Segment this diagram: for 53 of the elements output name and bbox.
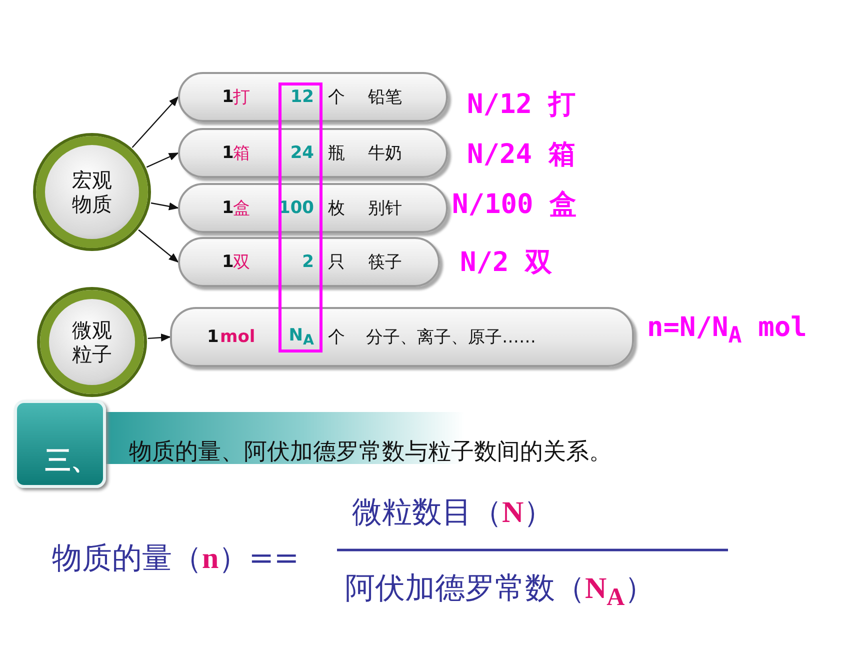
number-text: 2 xyxy=(302,252,314,272)
count-text: 1 xyxy=(222,252,234,272)
measure-word: 枚 xyxy=(328,198,345,220)
arrow xyxy=(148,334,171,342)
number-text: 12 xyxy=(290,87,314,107)
count-text: 1 xyxy=(222,198,234,218)
measure-word: 只 xyxy=(328,252,345,274)
variable-symbol: n xyxy=(202,542,219,575)
rounded-bar xyxy=(178,128,448,178)
number-text: N$_{A}$ xyxy=(288,325,314,349)
formula-text: N/12 打 xyxy=(467,88,576,122)
count-text: 1 xyxy=(207,327,219,347)
formula-text: 微粒数目（ xyxy=(352,495,502,530)
formula-text: n=N/N$_{A}$ mol xyxy=(647,312,807,348)
rounded-bar xyxy=(178,237,440,287)
arrow xyxy=(150,202,179,210)
item-text: 铅笔 xyxy=(368,86,402,108)
count-text: 1 xyxy=(222,143,234,163)
measure-word: 瓶 xyxy=(328,142,345,164)
variable-symbol: N$_{A}$ xyxy=(585,572,625,605)
formula-text: ）== xyxy=(218,541,299,576)
item-text: 筷子 xyxy=(368,252,402,274)
unit-text: 打 xyxy=(233,86,250,108)
item-text: 别针 xyxy=(368,198,402,220)
item-text: 牛奶 xyxy=(368,142,402,164)
rounded-bar xyxy=(178,183,448,233)
formula-text: N/24 箱 xyxy=(467,138,576,172)
number-text: 100 xyxy=(278,198,314,218)
unit-text: 箱 xyxy=(233,142,250,164)
unit-text: 盒 xyxy=(233,198,250,220)
circle-node: 宏观物质 xyxy=(36,136,148,248)
arrow xyxy=(146,152,179,168)
formula-text: 物质的量（ xyxy=(52,541,202,576)
unit-text: mol xyxy=(220,327,256,347)
number-text: 24 xyxy=(290,143,314,163)
formula-text: ） xyxy=(624,571,655,606)
unit-text: 双 xyxy=(233,252,250,274)
count-text: 1 xyxy=(222,87,234,107)
rounded-bar xyxy=(170,307,634,367)
formula-text: ） xyxy=(524,495,554,530)
section-badge: 三、 xyxy=(14,400,106,488)
variable-symbol: N xyxy=(502,496,524,529)
measure-word: 个 xyxy=(328,326,345,348)
circle-node: 微观粒子 xyxy=(40,290,144,394)
arrow xyxy=(132,96,179,148)
formula-text: 阿伏加德罗常数（ xyxy=(345,571,585,606)
formula-text: N/100 盒 xyxy=(452,188,577,222)
measure-word: 个 xyxy=(328,86,345,108)
item-text: 分子、离子、原子…… xyxy=(366,326,536,348)
formula-text: N/2 双 xyxy=(460,246,552,280)
rounded-bar xyxy=(178,72,448,122)
arrow xyxy=(138,229,179,263)
heading-text: 物质的量、阿伏加德罗常数与粒子数间的关系。 xyxy=(129,438,612,467)
